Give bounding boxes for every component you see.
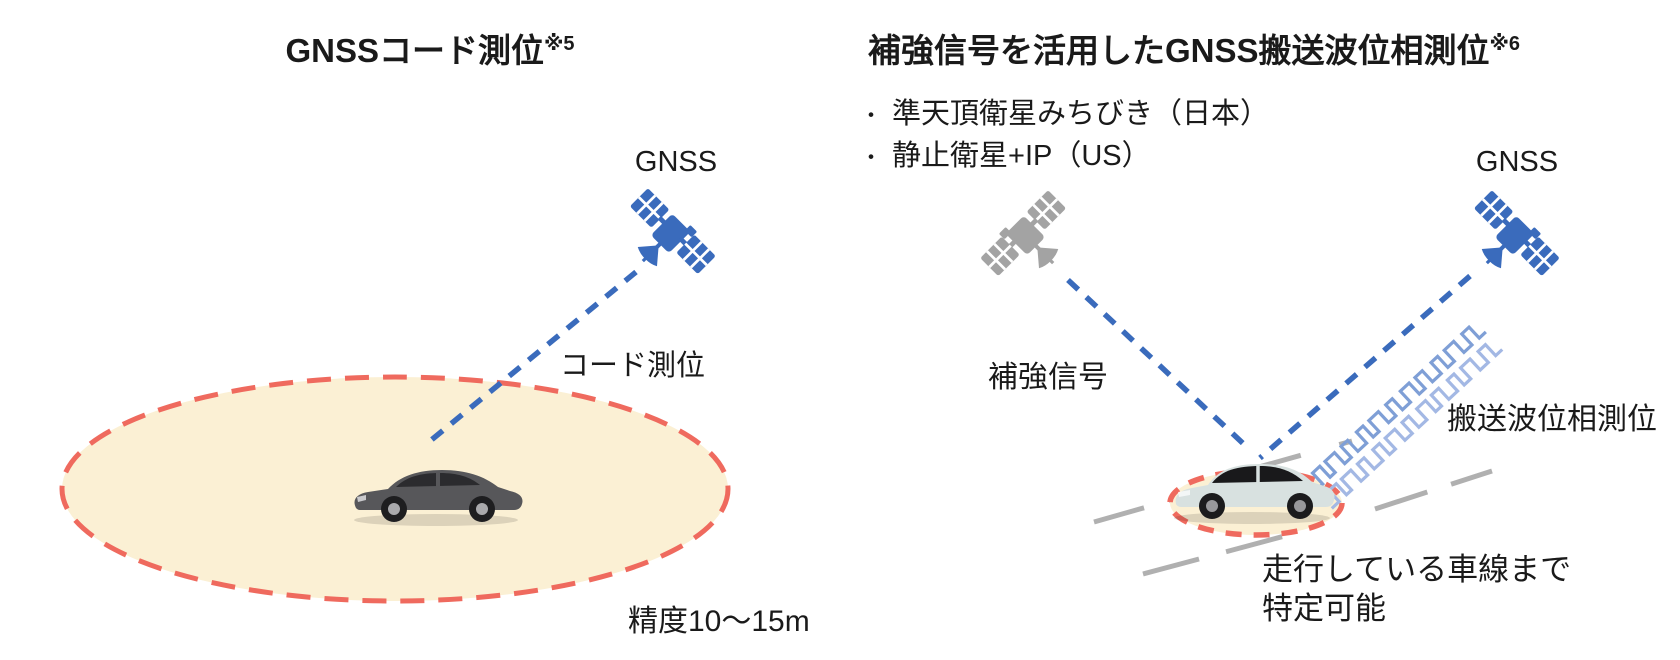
augmentation-signal-label: 補強信号 <box>988 361 1108 394</box>
code-signal-line <box>422 269 638 449</box>
lane-note-line2: 特定可能 <box>1262 591 1386 626</box>
augmentation-signal-line <box>1066 277 1250 451</box>
lane-note-line1: 走行している車線まで <box>1262 552 1572 587</box>
accuracy-label: 精度10～15m <box>628 605 810 638</box>
bullet-marker: ・ <box>860 103 883 128</box>
left-title-footnote: ※5 <box>543 33 575 55</box>
code-positioning-label: コード測位 <box>560 350 706 382</box>
left-title-text: GNSSコード測位 <box>285 32 544 69</box>
left-gnss-label: GNSS <box>634 146 718 178</box>
lane-line-near <box>1142 530 1297 577</box>
carrier-phase-label: 搬送波位相測位 <box>1447 403 1657 436</box>
sedan-car <box>354 470 523 526</box>
bullet-marker: ・ <box>860 145 883 170</box>
right-gnss-label: GNSS <box>1475 146 1559 178</box>
suv-car <box>1174 464 1335 524</box>
bullet-item-geo-ip: ・ 静止衛星+IP（US） <box>860 136 1269 178</box>
left-title: GNSSコード測位※5 <box>150 24 710 72</box>
lane-line-right <box>1374 468 1493 512</box>
bullet-item-michibiki: ・ 準天頂衛星みちびき（日本） <box>860 94 1269 136</box>
right-title: 補強信号を活用したGNSS搬送波位相測位※6 <box>828 24 1560 72</box>
carrier-signal-line <box>1258 273 1472 461</box>
right-title-footnote: ※6 <box>1489 33 1521 55</box>
gnss-satellite-icon <box>1453 187 1563 297</box>
bullet-text-geo-ip: 静止衛星+IP（US） <box>892 140 1151 172</box>
augmentation-bullet-list: ・ 準天頂衛星みちびき（日本） ・ 静止衛星+IP（US） <box>860 94 1269 178</box>
bullet-text-michibiki: 準天頂衛星みちびき（日本） <box>892 98 1270 130</box>
lane-identification-note: 走行している車線まで 特定可能 <box>1262 550 1571 628</box>
right-title-text: 補強信号を活用したGNSS搬送波位相測位 <box>867 32 1490 69</box>
